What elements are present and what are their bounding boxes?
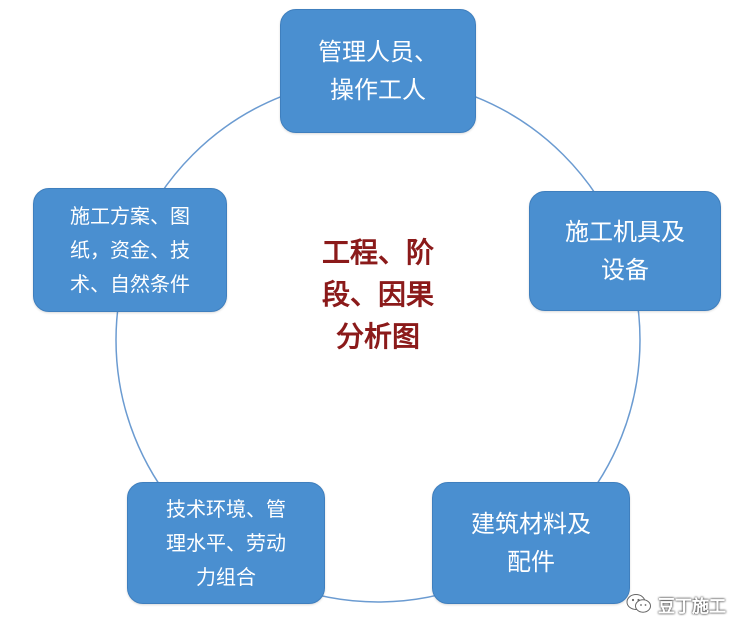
center-title: 工程、阶 段、因果 分析图 [321, 236, 434, 353]
node-label: 施工机具及 设备 [565, 218, 685, 284]
watermark-text: 豆丁施工 [658, 596, 726, 616]
wechat-icon [626, 594, 651, 613]
node-construction-plan: 施工方案、图 纸，资金、技 术、自然条件 [33, 188, 227, 312]
node-building-materials: 建筑材料及 配件 [432, 482, 630, 604]
watermark: 豆丁施工 [626, 590, 726, 618]
node-label: 建筑材料及 配件 [471, 510, 591, 576]
node-technical-environment: 技术环境、管 理水平、劳动 力组合 [127, 482, 325, 604]
node-construction-machinery: 施工机具及 设备 [529, 191, 721, 311]
node-management-staff: 管理人员、 操作工人 [280, 9, 476, 133]
node-label: 施工方案、图 纸，资金、技 术、自然条件 [70, 204, 190, 296]
node-label: 技术环境、管 理水平、劳动 力组合 [166, 497, 286, 589]
node-label: 管理人员、 操作工人 [318, 38, 438, 104]
